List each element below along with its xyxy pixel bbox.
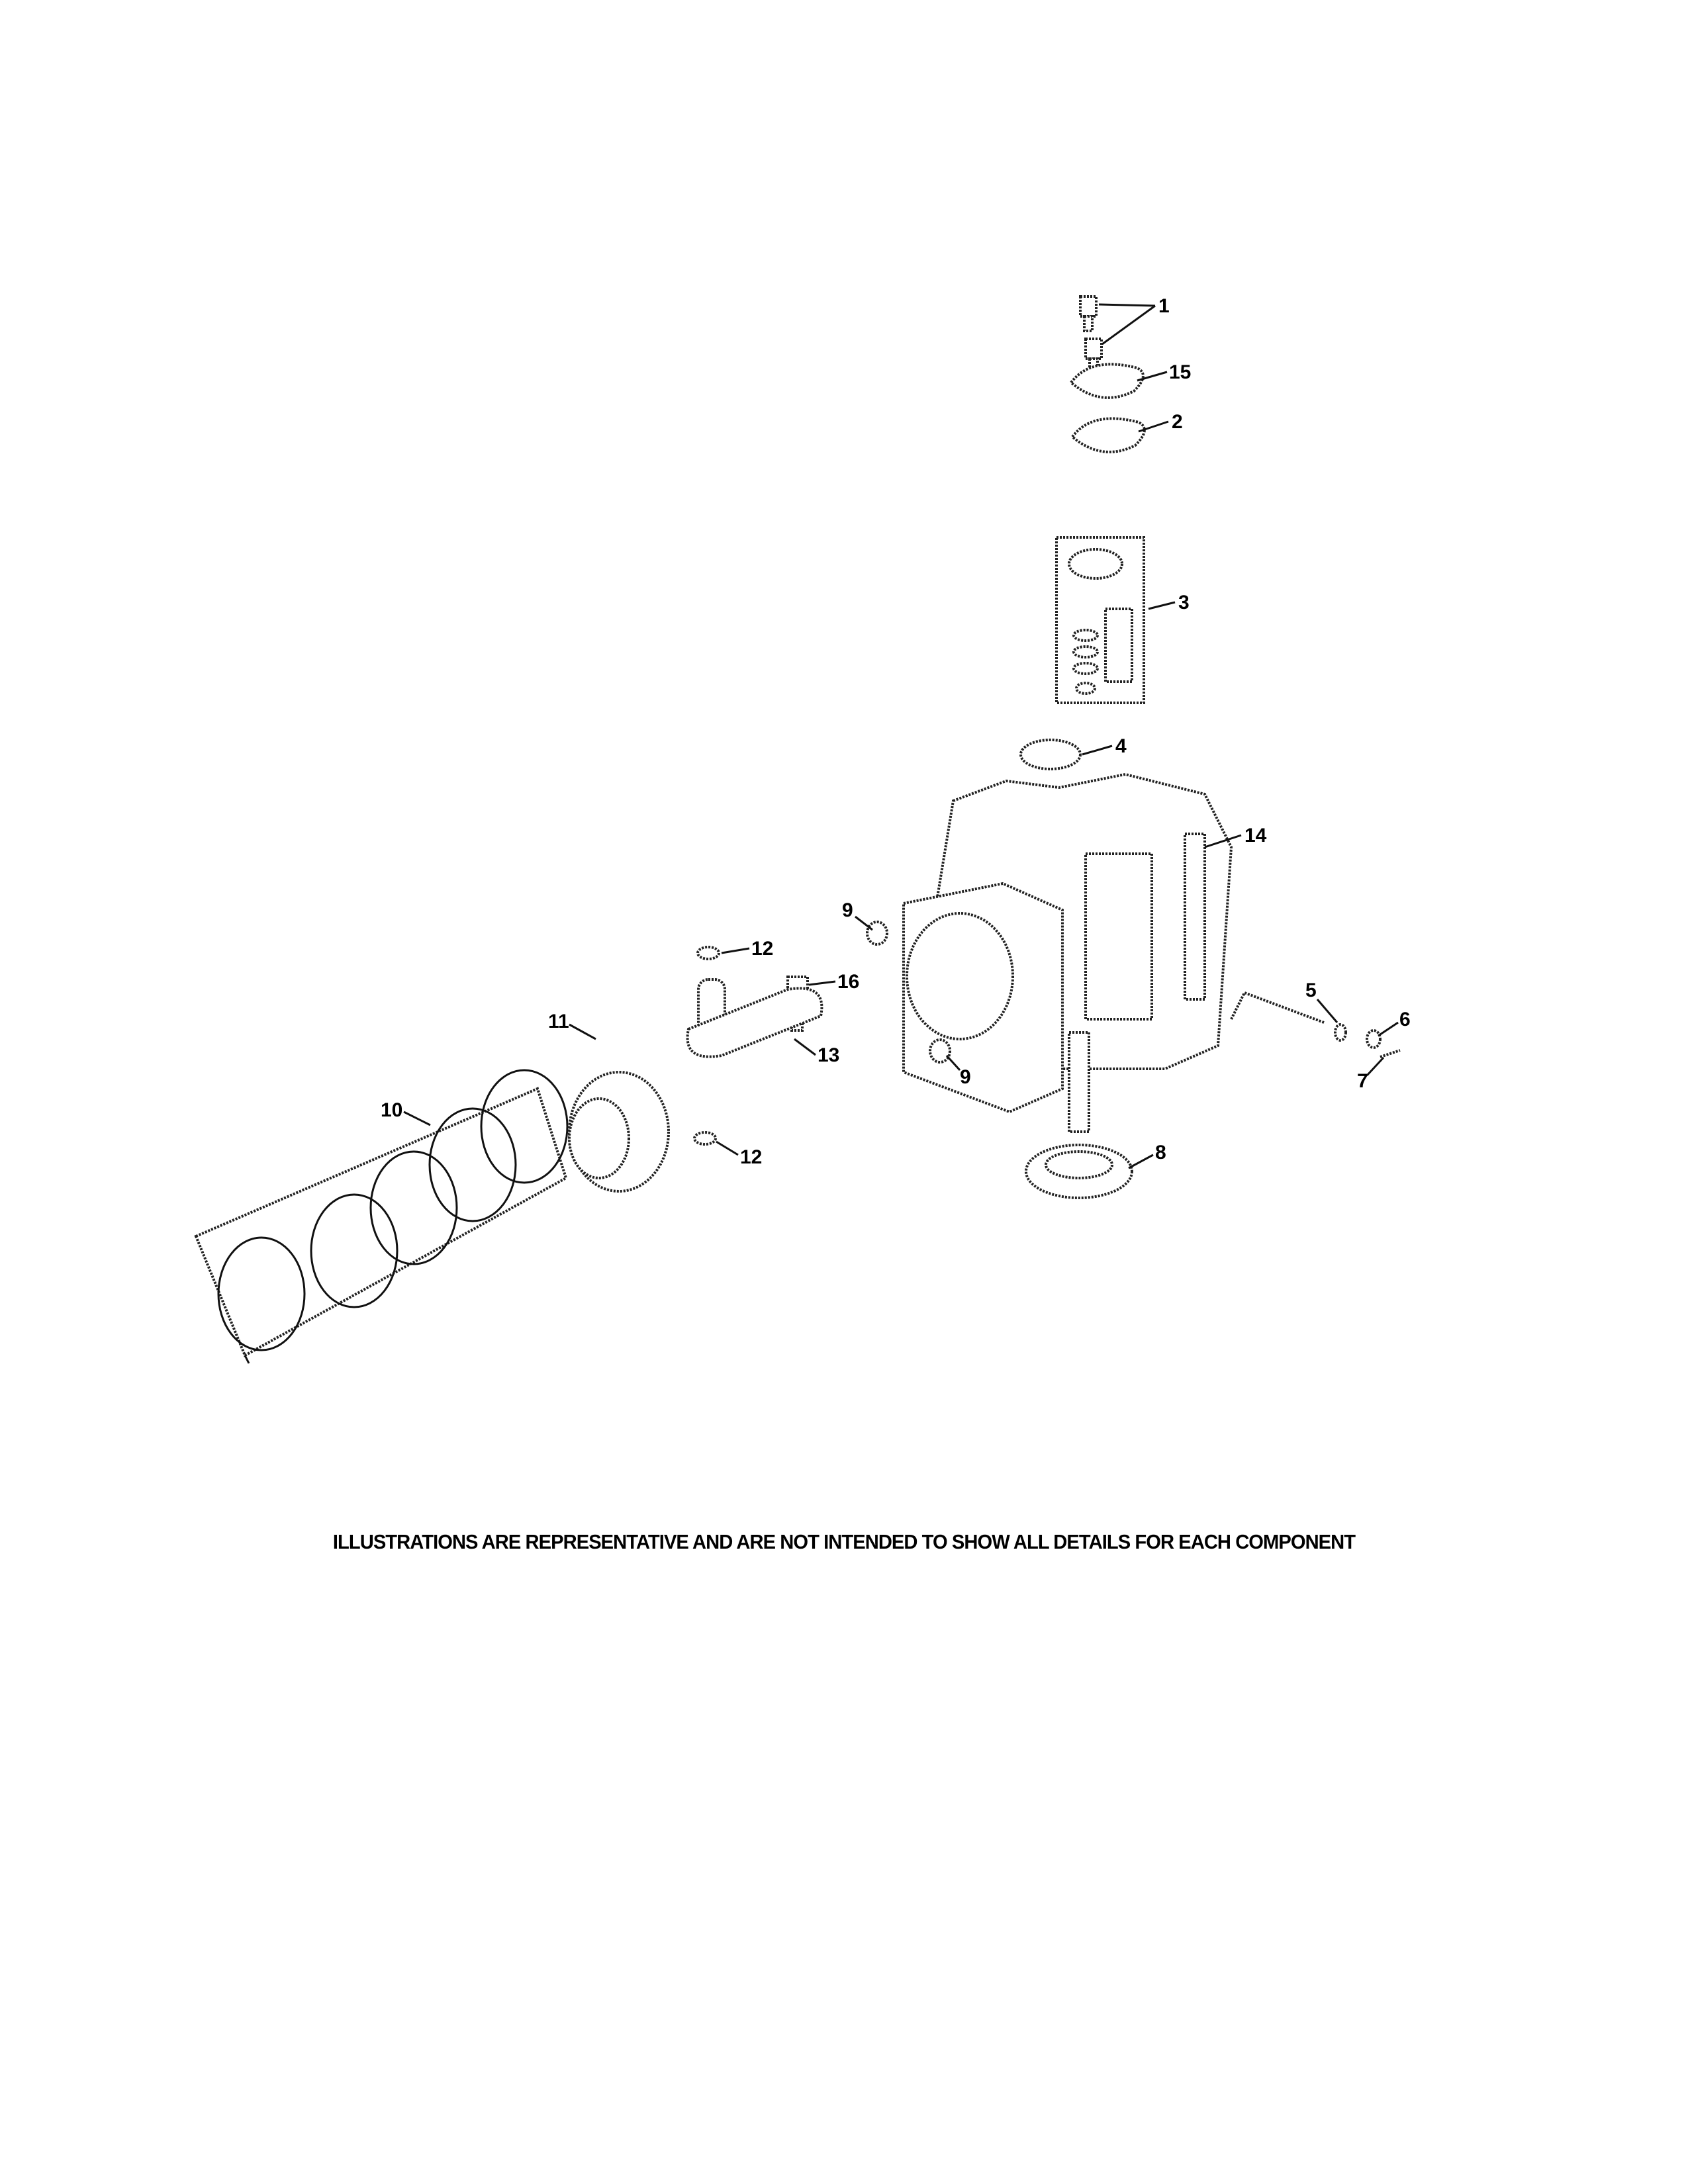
- part-4-seal: [1019, 739, 1082, 770]
- callout-11: 11: [548, 1011, 569, 1032]
- callout-9-upper: 9: [842, 899, 853, 921]
- part-8-camshaft: [1025, 1031, 1133, 1199]
- callout-12-upper: 12: [751, 938, 773, 960]
- part-10-piston-rings: [194, 1069, 569, 1364]
- callout-5: 5: [1305, 979, 1317, 1001]
- part-2-plate: [1070, 417, 1146, 453]
- part-9-dowel: [866, 921, 888, 946]
- governor-shaft: [1230, 991, 1325, 1024]
- callout-6: 6: [1399, 1009, 1411, 1030]
- callout-4: 4: [1115, 735, 1127, 757]
- part-12-clip: [693, 1131, 717, 1146]
- part-9-dowel: [929, 1038, 951, 1064]
- part-12-clip: [696, 946, 720, 960]
- part-11-piston: [568, 1071, 670, 1193]
- callout-8: 8: [1155, 1142, 1166, 1163]
- part-1-screws: [1079, 295, 1103, 375]
- callout-2: 2: [1172, 411, 1183, 433]
- callout-7: 7: [1357, 1070, 1368, 1092]
- part-3-kit: [1055, 536, 1145, 704]
- callout-3: 3: [1178, 592, 1190, 614]
- part-6-nut: [1366, 1029, 1382, 1049]
- callout-13: 13: [818, 1044, 839, 1066]
- part-13-connecting-rod: [686, 987, 823, 1058]
- callout-15: 15: [1169, 361, 1191, 383]
- callout-1: 1: [1158, 295, 1170, 317]
- callout-16: 16: [837, 971, 859, 993]
- callout-9-lower: 9: [960, 1066, 971, 1088]
- part-15-gasket: [1069, 363, 1145, 399]
- leader-lines: [403, 303, 1399, 1169]
- part-7-pin: [1380, 1049, 1401, 1058]
- callout-10: 10: [381, 1099, 402, 1121]
- callout-14: 14: [1244, 825, 1267, 846]
- disclaimer-note: ILLUSTRATIONS ARE REPRESENTATIVE AND ARE…: [332, 1530, 1356, 1553]
- part-5-washer: [1334, 1023, 1347, 1042]
- callout-12-lower: 12: [740, 1146, 762, 1168]
